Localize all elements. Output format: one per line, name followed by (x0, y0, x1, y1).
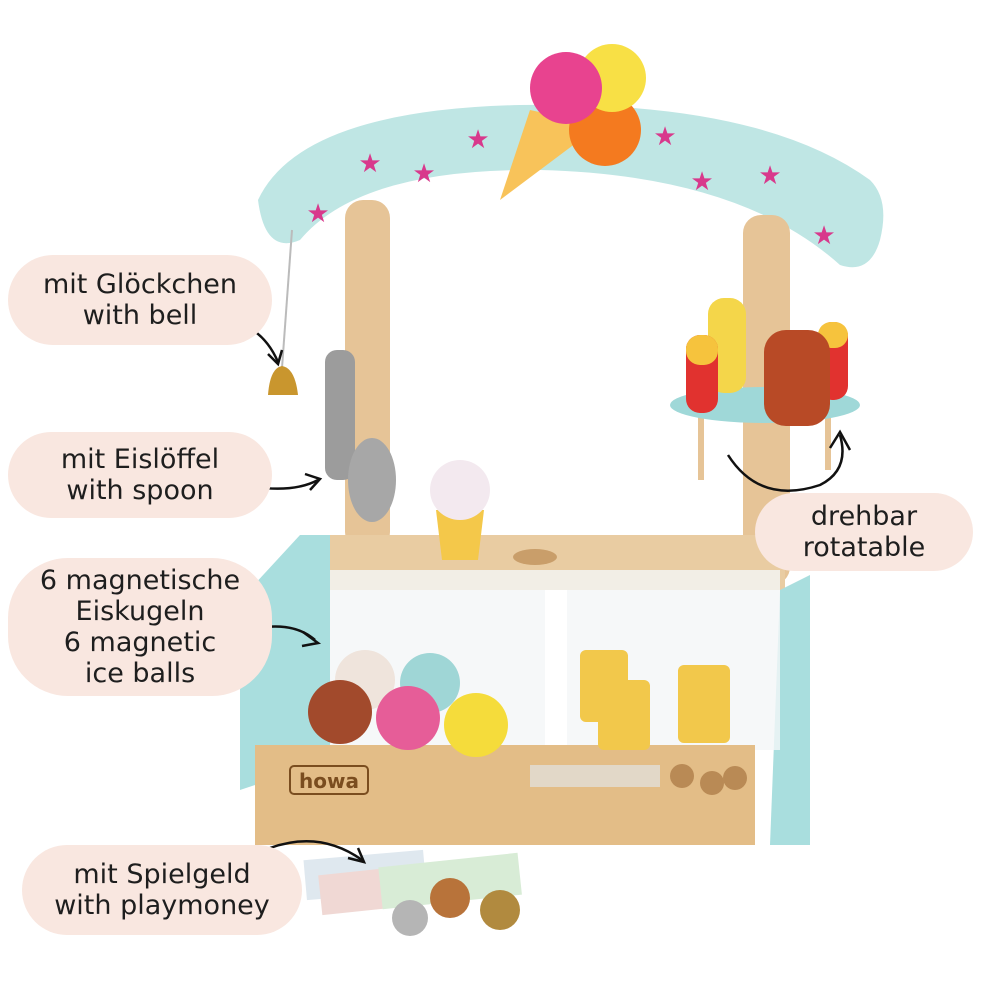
svg-text:★: ★ (653, 122, 676, 152)
play-money (303, 849, 522, 936)
annotation-rotatable: drehbar rotatable (755, 493, 973, 571)
annotation-rotatable-en: rotatable (802, 532, 926, 563)
svg-text:★: ★ (306, 199, 329, 229)
annotation-rotatable-de: drehbar (810, 501, 918, 532)
ice-balls (308, 650, 508, 757)
star-icons: ★ ★ ★ ★ ★ ★ ★ ★ (306, 122, 835, 251)
svg-text:★: ★ (812, 221, 835, 251)
annotation-balls-de-1: 6 magnetische (39, 565, 241, 596)
brand-logo: howa (299, 769, 359, 793)
ice-cream-cone-sign (500, 44, 646, 200)
annotation-money-de: mit Spielgeld (73, 859, 251, 890)
bell-icon (268, 366, 298, 395)
svg-text:★: ★ (690, 167, 713, 197)
svg-text:★: ★ (358, 149, 381, 179)
svg-text:★: ★ (466, 125, 489, 155)
annotation-spoon-en: with spoon (66, 475, 214, 506)
annotation-balls-en-1: 6 magnetic (63, 627, 217, 658)
cone-cups (580, 650, 730, 750)
svg-text:★: ★ (412, 159, 435, 189)
annotation-spoon-de: mit Eislöffel (60, 444, 220, 475)
svg-text:★: ★ (758, 161, 781, 191)
rotating-popsicle-stand (670, 298, 860, 480)
ice-cream-scoop (325, 350, 396, 522)
annotation-money-en: with playmoney (54, 890, 270, 921)
arch-sign (258, 104, 884, 268)
annotation-bell-en: with bell (82, 300, 198, 331)
annotation-balls: 6 magnetische Eiskugeln 6 magnetic ice b… (8, 558, 272, 696)
annotation-money: mit Spielgeld with playmoney (22, 845, 302, 935)
annotation-bell-de: mit Glöckchen (42, 269, 238, 300)
annotation-bell: mit Glöckchen with bell (8, 255, 272, 345)
annotation-balls-en-2: ice balls (84, 658, 196, 689)
annotation-spoon: mit Eislöffel with spoon (8, 432, 272, 518)
annotation-balls-de-2: Eiskugeln (75, 596, 205, 627)
